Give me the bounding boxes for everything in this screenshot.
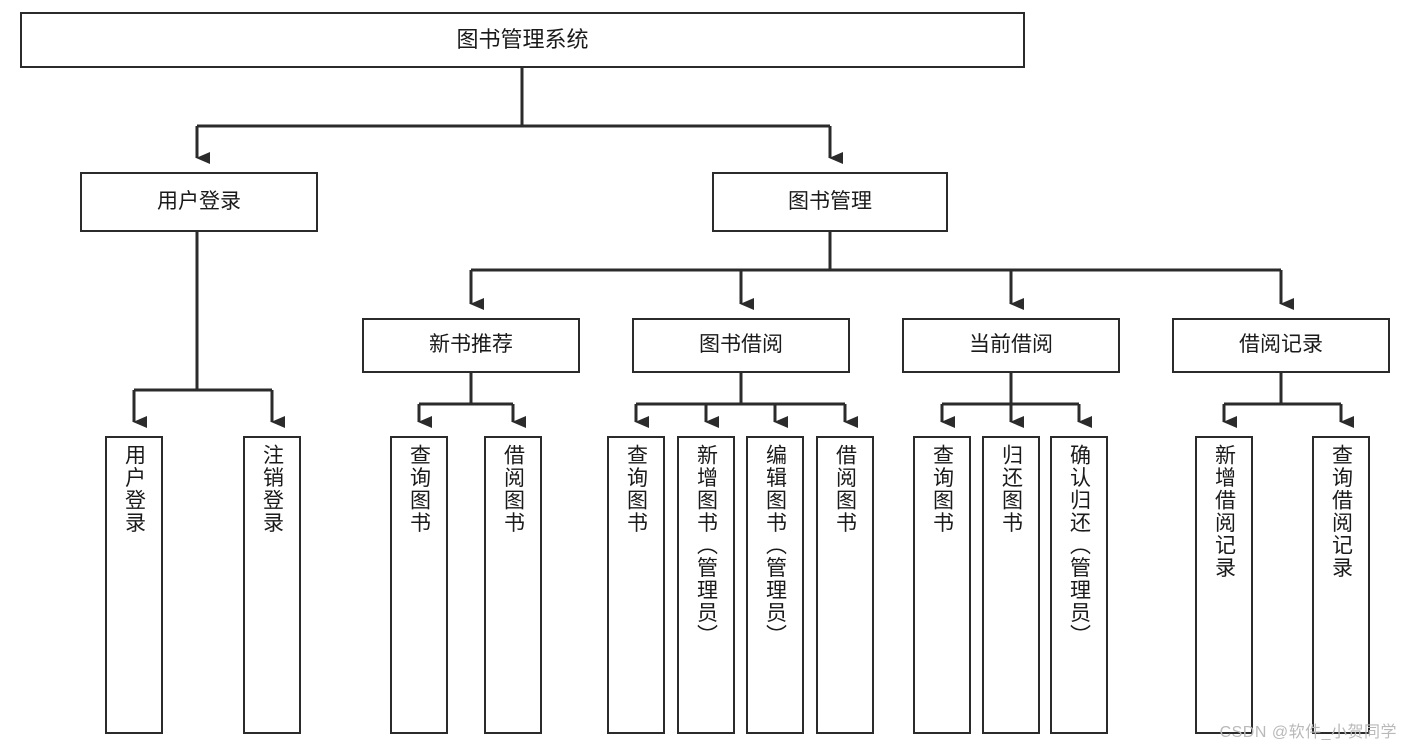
leaf-borrow-add-book-label: 新增图书（管理员） [694,444,718,647]
leaf-new-book-borrow-label: 借阅图书 [501,444,525,534]
node-user-login[interactable]: 用户登录 [80,172,318,232]
node-new-book-recommend-label: 新书推荐 [429,333,513,357]
leaf-new-book-query[interactable]: 查询图书 [390,436,448,734]
node-root[interactable]: 图书管理系统 [20,12,1025,68]
node-new-book-recommend[interactable]: 新书推荐 [362,318,580,373]
node-root-label: 图书管理系统 [456,27,589,53]
leaf-current-confirm-return-label: 确认归还（管理员） [1067,444,1091,647]
leaf-current-query-book-label: 查询图书 [930,444,954,534]
leaf-user-login-signout-label: 注销登录 [260,444,284,534]
leaf-borrow-edit-book-label: 编辑图书（管理员） [763,444,787,647]
leaf-current-return-book-label: 归还图书 [999,444,1023,534]
leaf-user-login-signout[interactable]: 注销登录 [243,436,301,734]
node-current-borrow[interactable]: 当前借阅 [902,318,1120,373]
node-book-borrow[interactable]: 图书借阅 [632,318,850,373]
leaf-new-book-query-label: 查询图书 [407,444,431,534]
node-book-management[interactable]: 图书管理 [712,172,948,232]
node-borrow-records[interactable]: 借阅记录 [1172,318,1390,373]
node-current-borrow-label: 当前借阅 [969,333,1053,357]
leaf-current-return-book[interactable]: 归还图书 [982,436,1040,734]
leaf-current-confirm-return[interactable]: 确认归还（管理员） [1050,436,1108,734]
leaf-user-login-signin-label: 用户登录 [122,444,146,534]
leaf-records-query-label: 查询借阅记录 [1329,444,1353,579]
node-user-login-label: 用户登录 [157,189,241,213]
node-book-management-label: 图书管理 [788,189,872,213]
leaf-borrow-add-book[interactable]: 新增图书（管理员） [677,436,735,734]
leaf-records-add[interactable]: 新增借阅记录 [1195,436,1253,734]
node-borrow-records-label: 借阅记录 [1239,333,1323,357]
leaf-records-add-label: 新增借阅记录 [1212,444,1236,579]
leaf-borrow-query-book[interactable]: 查询图书 [607,436,665,734]
leaf-borrow-borrow-book-label: 借阅图书 [833,444,857,534]
node-book-borrow-label: 图书借阅 [699,333,783,357]
leaf-borrow-query-book-label: 查询图书 [624,444,648,534]
leaf-user-login-signin[interactable]: 用户登录 [105,436,163,734]
leaf-current-query-book[interactable]: 查询图书 [913,436,971,734]
leaf-records-query[interactable]: 查询借阅记录 [1312,436,1370,734]
leaf-borrow-edit-book[interactable]: 编辑图书（管理员） [746,436,804,734]
leaf-borrow-borrow-book[interactable]: 借阅图书 [816,436,874,734]
leaf-new-book-borrow[interactable]: 借阅图书 [484,436,542,734]
